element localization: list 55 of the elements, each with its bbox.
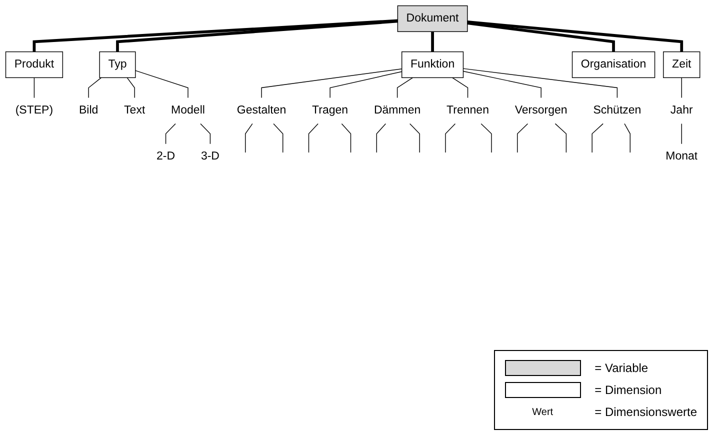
legend-text: = Dimensionswerte: [594, 405, 697, 419]
connector: [517, 123, 528, 153]
connector: [330, 71, 402, 98]
node-text: Gestalten: [236, 104, 286, 117]
connector: [452, 77, 468, 98]
legend-text: = Variable: [594, 361, 648, 375]
node-text: (STEP): [15, 104, 54, 117]
connector: [467, 20, 684, 52]
node-text: Schützen: [593, 104, 642, 117]
node-text: Modell: [171, 104, 205, 117]
node-box: Dokument: [397, 5, 468, 32]
connector: [245, 123, 253, 153]
node-box: Organisation: [572, 51, 656, 78]
node-box: Typ: [99, 51, 136, 78]
node-text: Dämmen: [374, 104, 421, 117]
connector: [200, 123, 211, 144]
connector: [34, 77, 35, 98]
connector: [341, 123, 352, 153]
node-text: Text: [124, 104, 146, 117]
connector: [431, 32, 434, 52]
connector: [165, 123, 176, 144]
connector: [592, 123, 604, 153]
node-text: 3-D: [200, 150, 220, 163]
connector: [126, 77, 135, 98]
connector: [467, 22, 615, 52]
connector: [681, 123, 682, 144]
connector: [445, 123, 456, 153]
node-text: Versorgen: [514, 104, 568, 117]
connector: [462, 70, 542, 98]
node-box: Zeit: [663, 51, 700, 78]
node-text: 2-D: [156, 150, 176, 163]
connector: [308, 123, 318, 153]
connector: [32, 19, 398, 52]
node-text: Monat: [666, 150, 698, 163]
connector: [135, 70, 188, 98]
node-text: Tragen: [312, 104, 348, 117]
connector: [261, 68, 402, 98]
node-text: Jahr: [670, 104, 693, 117]
connector: [554, 123, 567, 153]
node-box: Funktion: [401, 51, 464, 78]
connector: [396, 77, 414, 98]
connector: [480, 123, 492, 153]
connector: [409, 123, 420, 153]
legend-text: = Dimension: [594, 383, 662, 397]
connector: [681, 77, 682, 98]
connector: [88, 77, 102, 98]
connector: [462, 68, 618, 98]
node-text: Trennen: [446, 104, 489, 117]
connector: [273, 123, 284, 153]
connector: [376, 123, 386, 153]
connector: [624, 123, 630, 153]
legend-sample-text: Wert: [532, 406, 554, 418]
connector: [116, 20, 398, 52]
node-text: Bild: [78, 104, 98, 117]
node-box: Produkt: [5, 51, 64, 78]
